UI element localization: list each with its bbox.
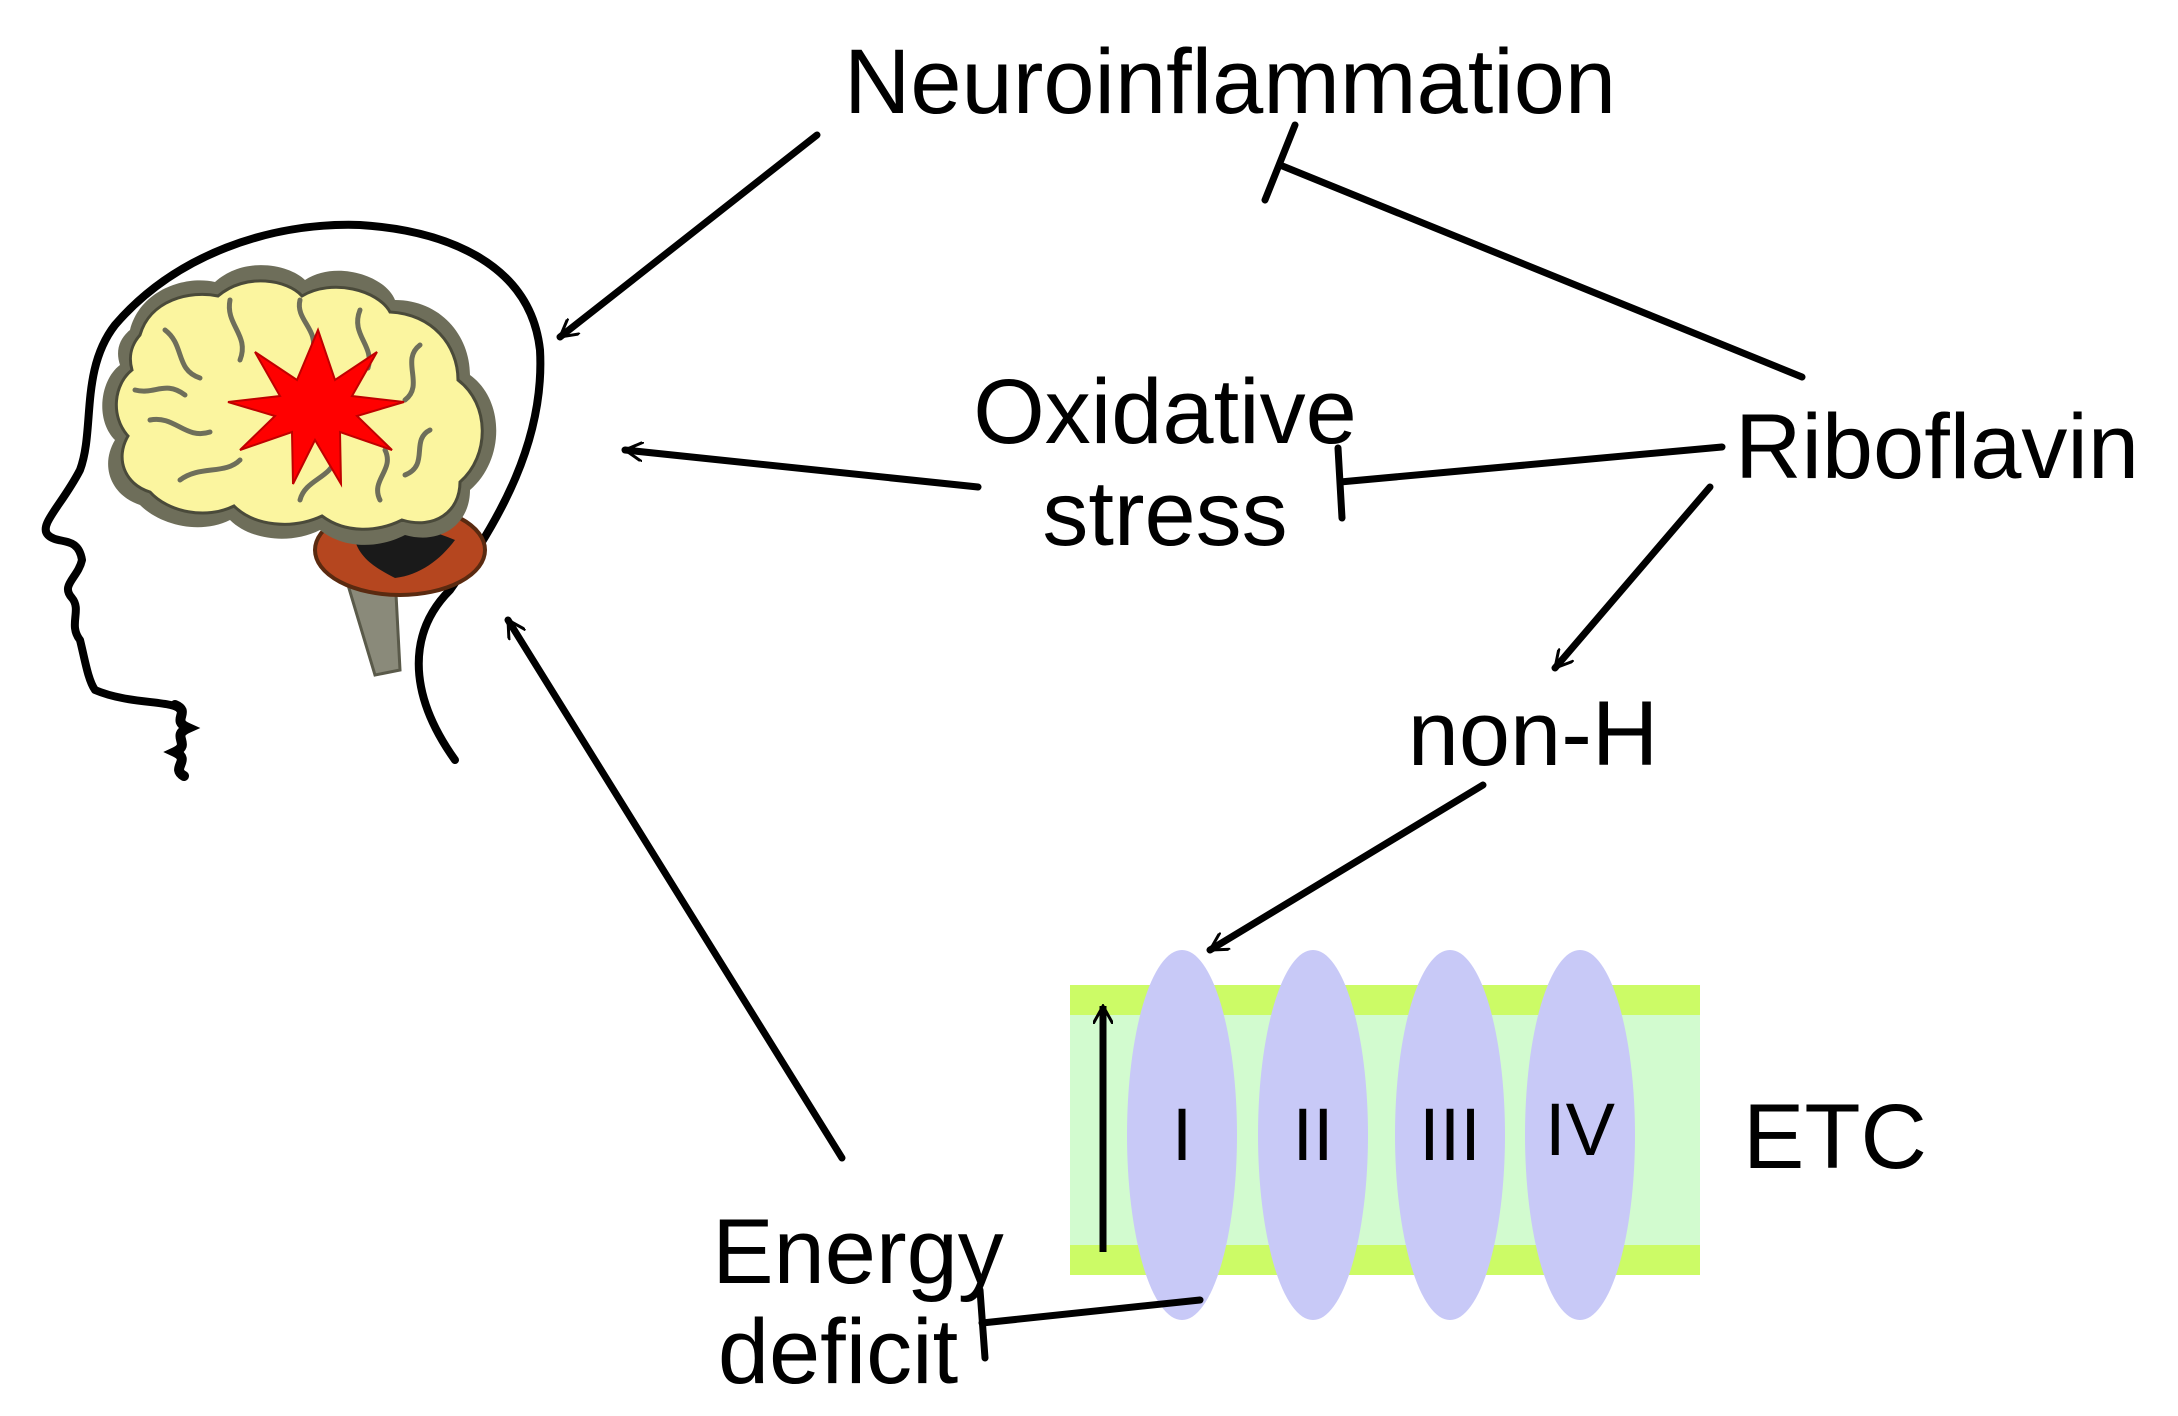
inhibit-riboflavin-neuroinflammation [1276,161,1806,381]
label-neuroinflammation: Neuroinflammation [844,31,1616,133]
complex-IV: IV [1525,950,1635,1320]
head-silhouette [41,220,545,781]
complex-II: II [1258,950,1368,1320]
complex-III: III [1395,950,1505,1320]
arrow-oxidative-to-brain [621,450,982,491]
complex-label: I [1172,1093,1193,1176]
label-stress: stress [1042,463,1287,565]
label-energy: Energy [712,1201,1004,1303]
arrow-riboflavin-to-nonh [1551,483,1714,672]
complex-I: I [1127,950,1237,1320]
label-riboflavin: Riboflavin [1735,396,2139,498]
brain-icon [102,265,497,677]
arrow-nonh-to-complex [1206,781,1487,954]
label-etc: ETC [1743,1086,1927,1188]
complex-list: I II III IV [1127,950,1635,1320]
label-deficit: deficit [718,1301,958,1403]
inhibit-riboflavin-oxidative [1336,443,1726,486]
injury-starburst-icon [227,327,405,488]
arrows [504,121,1806,1362]
arrow-neuroinflammation-to-brain [556,131,821,341]
complex-label: II [1292,1093,1333,1176]
inhibit-etc-energy [978,1296,1204,1327]
complex-label: III [1419,1093,1481,1176]
arrow-energy-to-brain [504,616,846,1162]
ear-coil-icon [163,700,201,781]
label-oxidative: Oxidative [973,361,1357,463]
complex-label: IV [1545,1088,1616,1171]
label-non-h: non-H [1408,683,1659,785]
